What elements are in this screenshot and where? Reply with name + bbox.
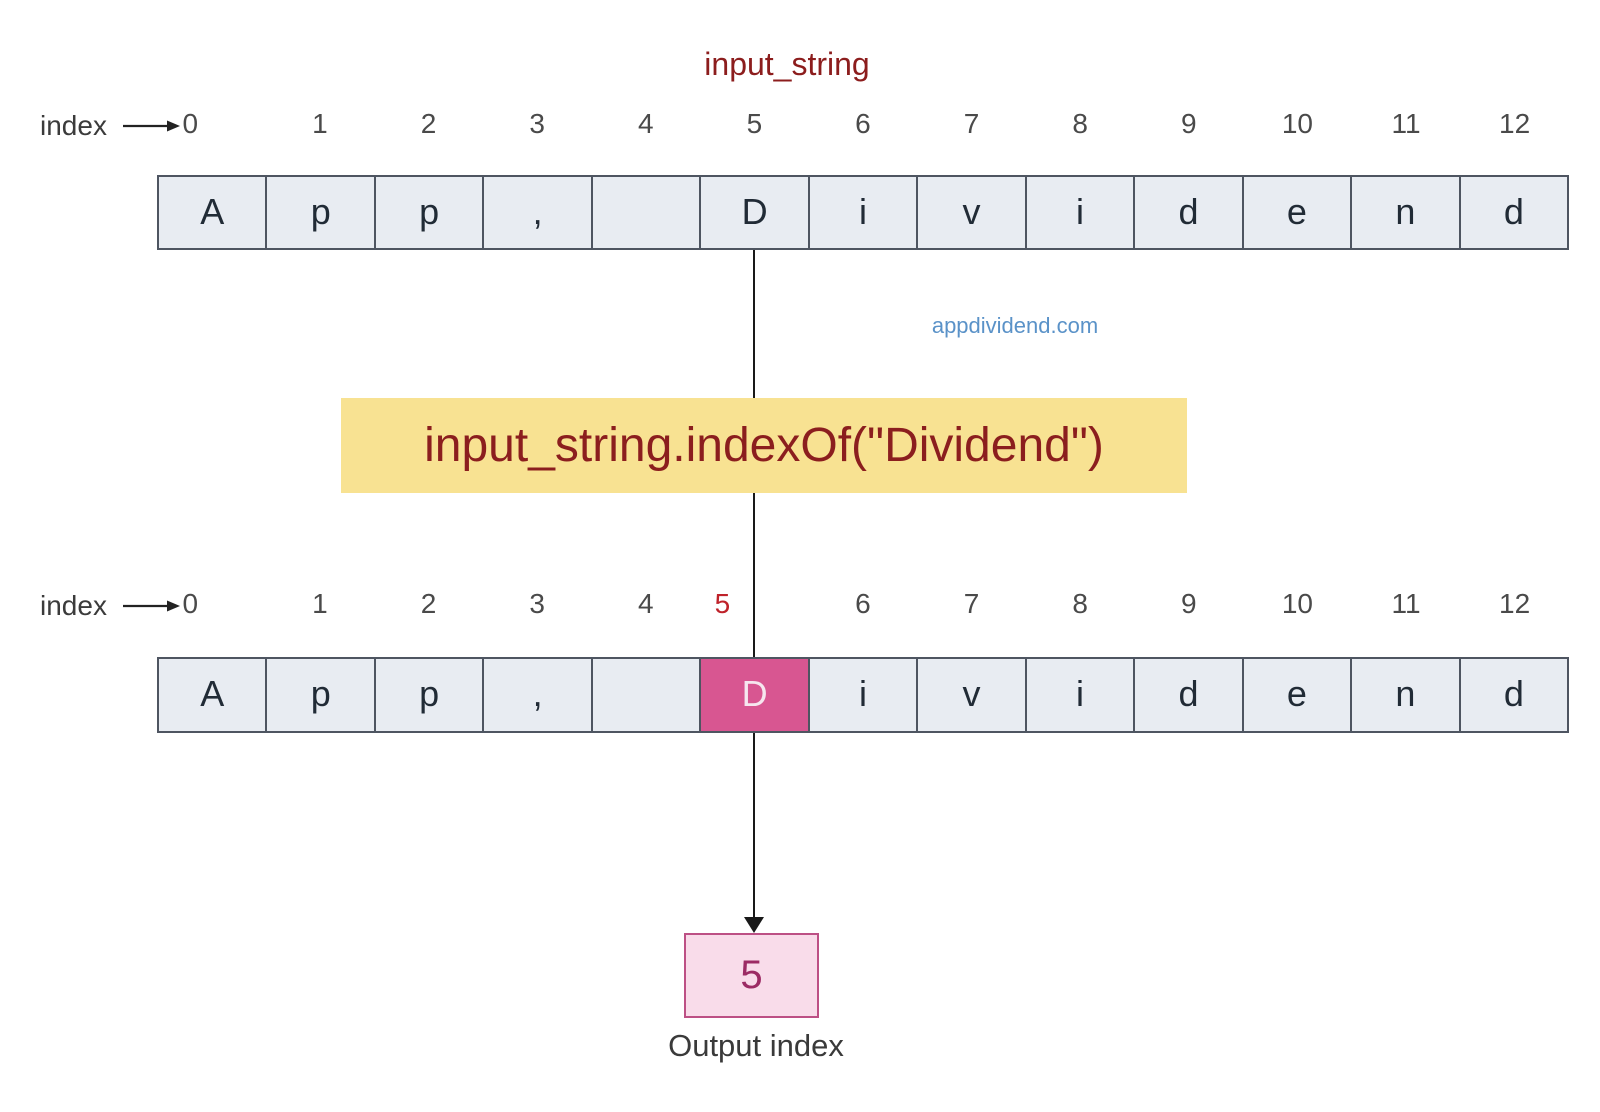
char-cell-3: , bbox=[482, 177, 591, 248]
index-number-5: 5 bbox=[714, 588, 731, 619]
index-number-4: 4 bbox=[637, 588, 654, 619]
index-number-10: 10 bbox=[1281, 108, 1313, 139]
char-cell-3: , bbox=[482, 659, 591, 731]
char-cell-0: A bbox=[159, 659, 266, 731]
index-number-7: 7 bbox=[963, 108, 980, 139]
index-number-11: 11 bbox=[1391, 108, 1421, 139]
index-number-6: 6 bbox=[855, 108, 871, 139]
char-cell-0: A bbox=[159, 177, 266, 248]
char-cell-6: i bbox=[807, 177, 917, 248]
arrowhead-icon bbox=[744, 917, 764, 933]
output-label: Output index bbox=[668, 1028, 844, 1063]
right-arrow-icon bbox=[123, 600, 180, 612]
char-cell-10: e bbox=[1241, 659, 1351, 731]
watermark-text: appdividend.com bbox=[931, 313, 1099, 338]
char-cell-11: n bbox=[1350, 659, 1459, 731]
char-cell-2: p bbox=[373, 659, 483, 731]
index-number-8: 8 bbox=[1072, 588, 1088, 619]
index-label: index bbox=[40, 590, 107, 621]
input-string-title: input_string bbox=[704, 46, 870, 82]
index-number-0: 0 bbox=[182, 108, 199, 139]
index-number-0: 0 bbox=[182, 588, 199, 619]
index-number-10: 10 bbox=[1281, 588, 1313, 619]
index-number-5: 5 bbox=[746, 108, 763, 139]
index-number-9: 9 bbox=[1181, 108, 1197, 139]
index-number-1: 1 bbox=[312, 588, 328, 619]
index-number-4: 4 bbox=[637, 108, 654, 139]
index-label: index bbox=[40, 110, 107, 141]
index-number-9: 9 bbox=[1181, 588, 1197, 619]
index-number-8: 8 bbox=[1072, 108, 1088, 139]
index-number-12: 12 bbox=[1499, 108, 1531, 139]
char-cell-8: i bbox=[1024, 659, 1134, 731]
char-cell-10: e bbox=[1241, 177, 1351, 248]
char-cell-4 bbox=[590, 177, 700, 248]
char-cell-12: d bbox=[1458, 177, 1568, 248]
char-cell-1: p bbox=[265, 177, 374, 248]
index-number-3: 3 bbox=[529, 588, 545, 619]
index-number-7: 7 bbox=[963, 588, 980, 619]
char-cell-9: d bbox=[1133, 659, 1242, 731]
index-number-6: 6 bbox=[855, 588, 871, 619]
char-cell-4 bbox=[590, 659, 700, 731]
output-value: 5 bbox=[740, 953, 763, 997]
char-cell-9: d bbox=[1133, 177, 1242, 248]
method-call-text: input_string.indexOf("Dividend") bbox=[424, 419, 1104, 472]
index-number-2: 2 bbox=[420, 588, 437, 619]
char-cell-6: i bbox=[807, 659, 917, 731]
char-cell-7: v bbox=[916, 177, 1025, 248]
index-number-1: 1 bbox=[312, 108, 328, 139]
char-cell-7: v bbox=[916, 659, 1025, 731]
char-cell-1: p bbox=[265, 659, 374, 731]
index-number-11: 11 bbox=[1391, 588, 1421, 619]
char-cell-5: D bbox=[699, 177, 808, 248]
char-cell-8: i bbox=[1024, 177, 1134, 248]
char-cell-5: D bbox=[699, 659, 808, 731]
index-number-2: 2 bbox=[420, 108, 437, 139]
method-call-box: input_string.indexOf("Dividend") bbox=[341, 398, 1187, 493]
right-arrow-icon bbox=[123, 120, 180, 132]
output-box: 5 bbox=[684, 933, 819, 1018]
index-number-3: 3 bbox=[529, 108, 545, 139]
index-number-12: 12 bbox=[1499, 588, 1531, 619]
char-cell-11: n bbox=[1350, 177, 1459, 248]
char-cell-2: p bbox=[373, 177, 483, 248]
char-cell-12: d bbox=[1458, 659, 1568, 731]
connector-line bbox=[753, 250, 755, 918]
